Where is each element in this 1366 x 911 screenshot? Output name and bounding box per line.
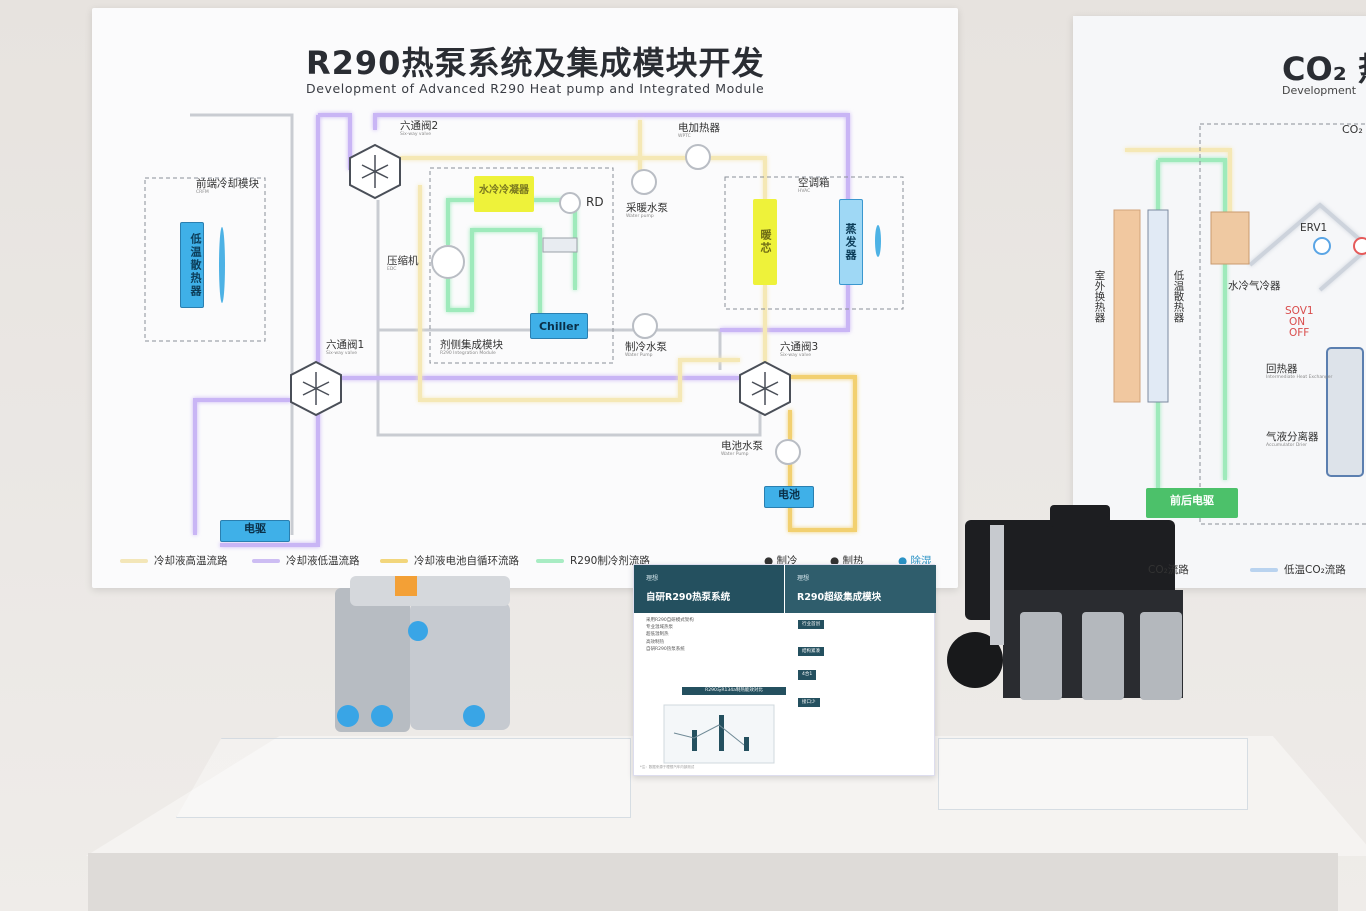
legend-refrigerant-loop: R290制冷剂流路	[536, 553, 650, 568]
sign-bullet: 采用R290自研模式架构	[646, 618, 694, 623]
radiator-fan-icon	[219, 227, 225, 303]
sign-tag: 结构紧凑	[798, 647, 824, 657]
info-sign: 自研R290热泵系统 理想 R290超级集成模块 理想 采用R290自研模式架构…	[633, 564, 936, 776]
electric-heater-icon	[685, 144, 711, 170]
sign-chart-title: R290与R134a制热能效对比	[682, 687, 786, 695]
board-title-cn: R290热泵系统及集成模块开发	[306, 44, 765, 82]
battery-pump-icon	[775, 439, 801, 465]
rd-icon	[559, 192, 581, 214]
display-counter-front	[88, 853, 1338, 911]
ltr-chip: 低温散热器	[180, 222, 204, 308]
integrated-module-hardware	[947, 505, 1183, 700]
sign-right-tags: 行业首创 结构紧凑 4合1 接口少	[798, 617, 928, 708]
board-title-en: Development of Advanced R290 Heat pump a…	[306, 81, 765, 96]
water-condenser-chip: 水冷冷凝器	[474, 176, 534, 212]
sign-tag: 4合1	[798, 670, 817, 680]
evaporator-chip: 蒸发器	[839, 199, 863, 285]
purple-cooling-loop	[193, 113, 850, 547]
acrylic-stand-left	[176, 738, 631, 818]
sign-left-bullets: 采用R290自研模式架构 专业温域热泵 超低温制热 高效制热 自研R290热泵系…	[646, 617, 776, 653]
hvac-fan-icon	[875, 225, 881, 257]
outdoor-hx-label: 室外换热器	[1093, 270, 1106, 323]
sign-footnote: *注：数据来源于理想汽车内部测试	[640, 765, 695, 769]
heat-pump-hardware	[335, 576, 510, 732]
sov1-off-label: OFF	[1289, 327, 1310, 339]
motor-chip: 电驱	[220, 520, 290, 542]
fan-icons	[219, 225, 881, 303]
legend-swatch	[1250, 568, 1278, 572]
battery-chip: 电池	[764, 486, 814, 508]
co2-module-label: CO₂	[1342, 123, 1363, 136]
gas-cooler-label: 水冷气冷器	[1228, 280, 1281, 292]
sign-bullet: 自研R290热泵系统	[646, 646, 685, 652]
pump-circle-icons	[431, 144, 801, 465]
sign-tag: 接口少	[798, 697, 820, 707]
legend-heat-loop: 冷却液高温流路	[120, 553, 228, 568]
legend-battery-loop: 冷却液电池自循环流路	[380, 553, 519, 568]
side-ltr-label: 低温散热器	[1172, 270, 1185, 323]
sign-bullet: 高效制热	[646, 639, 664, 645]
erv1-icon	[1313, 237, 1331, 255]
sov1-label: SOV1	[1285, 305, 1314, 317]
front-motor-chip: 前后电驱	[1146, 488, 1238, 518]
green-refrigerant-loop	[446, 198, 577, 318]
chiller-chip: Chiller	[530, 313, 588, 339]
legend-swatch	[536, 559, 564, 563]
rd-label: RD	[586, 195, 604, 209]
sign-mini-chart	[663, 704, 775, 764]
legend-cool-loop: 冷却液低温流路	[252, 553, 360, 568]
side-board-subtitle: Development	[1282, 84, 1357, 97]
outdoor-hx-bar	[1113, 209, 1141, 403]
sign-left-logo: 理想	[646, 575, 659, 582]
expansion-valve-icon	[542, 237, 578, 253]
cooling-pump-icon	[632, 313, 658, 339]
side-legend-low-co2: 低温CO₂流路	[1250, 562, 1346, 577]
erv2-icon	[1353, 237, 1366, 255]
side-legend-co2: CO₂流路	[1148, 564, 1189, 576]
sign-left-header: 自研R290热泵系统	[634, 565, 784, 613]
heater-core-chip: 暖芯	[753, 199, 777, 285]
sign-bullet: 超低温制热	[646, 632, 669, 638]
side-ltr-bar	[1147, 209, 1169, 403]
compressor-icon	[431, 245, 465, 279]
legend-swatch	[120, 559, 148, 563]
sign-right-logo: 理想	[797, 575, 810, 582]
sign-right-header: R290超级集成模块	[785, 565, 936, 613]
acrylic-stand-right	[938, 738, 1248, 810]
legend-swatch	[252, 559, 280, 563]
heating-pump-icon	[631, 169, 657, 195]
side-board-title: CO₂ 热	[1282, 50, 1366, 88]
gas-cooler-block	[1210, 211, 1250, 265]
accumulator-block	[1326, 347, 1364, 477]
legend-swatch	[380, 559, 408, 563]
sign-bullet: 专业温域热泵	[646, 625, 673, 631]
sov1-on-label: ON	[1289, 316, 1306, 328]
erv1-label: ERV1	[1300, 222, 1328, 234]
sign-tag: 行业首创	[798, 620, 824, 630]
dashed-module-boxes	[144, 167, 904, 364]
